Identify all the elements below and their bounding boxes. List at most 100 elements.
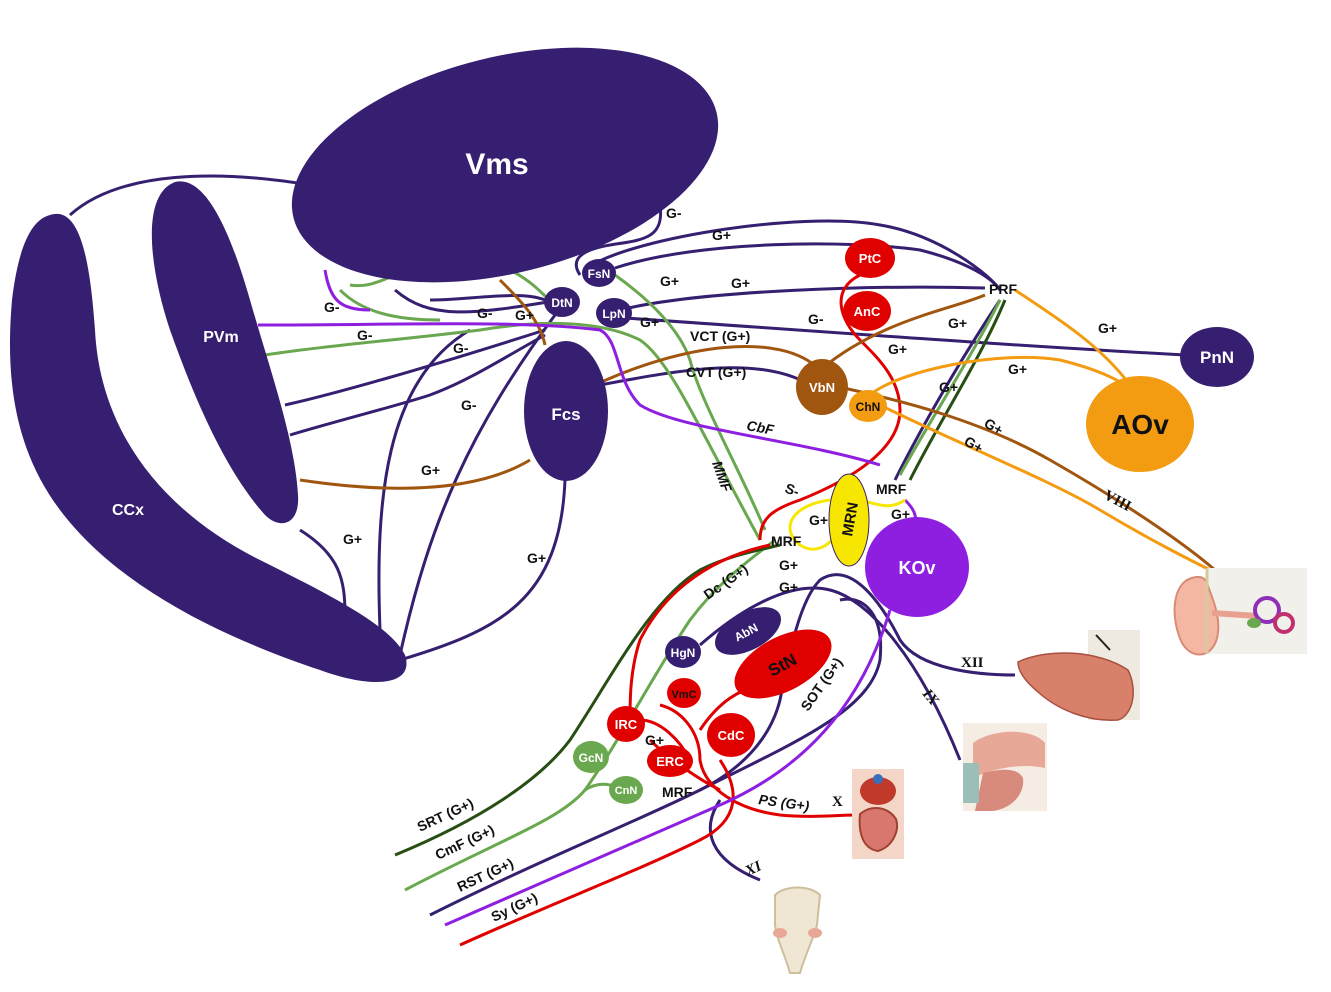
label-kov: KOv (898, 558, 935, 578)
label-ptc: PtC (859, 251, 882, 266)
anc-node (843, 291, 891, 331)
label-mrf-mid: MRF (771, 533, 802, 549)
tract-cbf: CbF (745, 417, 775, 438)
irc-node (607, 706, 645, 742)
label-prf: PRF (989, 281, 1017, 297)
pvm-node (151, 181, 299, 524)
orange-pathways (869, 288, 1221, 577)
label-mrf-lower: MRF (662, 784, 693, 800)
gcn-node (573, 741, 609, 773)
label-anc: AnC (854, 304, 881, 319)
nerve-xi: XI (742, 858, 765, 880)
label-fcs: Fcs (551, 405, 580, 424)
label-cdc: CdC (718, 728, 745, 743)
larynx-anatomy-icon (773, 886, 822, 974)
stn-node (734, 629, 832, 699)
label-ccx: CCx (112, 502, 144, 519)
label-mrf-upper: MRF (876, 481, 907, 497)
kov-node (865, 517, 969, 617)
hgn-node (665, 636, 701, 668)
fsn-node (582, 259, 616, 287)
sign-g-plus-1: G+ (712, 227, 731, 243)
erc-node (647, 745, 693, 777)
sign-g-plus-10: G+ (939, 379, 958, 395)
label-pnn: PnN (1200, 348, 1234, 367)
viscera-anatomy-icon (852, 769, 904, 859)
label-pvm: PVm (203, 329, 239, 346)
sign-g-plus-14: G+ (343, 531, 362, 547)
label-cnn: CnN (615, 785, 638, 797)
label-lpn: LpN (602, 307, 625, 321)
abn-node (714, 607, 782, 655)
sign-g-minus-1: G- (666, 205, 682, 221)
label-vmc: VmC (671, 689, 696, 701)
label-mrn: MRN (839, 501, 862, 538)
sign-g-plus-15: G+ (527, 550, 546, 566)
sign-g-plus-9: G+ (1008, 361, 1027, 377)
sign-g-minus-3: G- (477, 305, 493, 321)
sign-g-plus-5: G+ (640, 314, 659, 330)
label-irc: IRC (615, 717, 638, 732)
vbn-node (796, 359, 848, 415)
sign-g-plus-20: G+ (645, 732, 664, 748)
tract-cvt: CVT (G+) (686, 364, 746, 380)
sign-g-plus-4: G+ (515, 307, 534, 323)
ear-anatomy-icon (1173, 568, 1307, 656)
label-vms: Vms (465, 148, 528, 181)
vms-node (291, 47, 719, 283)
dtn-node (544, 287, 580, 317)
cdc-node (707, 713, 755, 757)
sign-g-plus-13: G+ (421, 462, 440, 478)
label-vbn: VbN (809, 380, 835, 395)
label-fsn: FsN (588, 267, 611, 281)
pnn-node (1180, 327, 1254, 387)
sign-g-plus-16: G+ (809, 512, 828, 528)
nerve-xii: XII (961, 655, 984, 671)
nerve-ix: IX (918, 686, 942, 710)
sign-g-plus-18: G+ (779, 557, 798, 573)
label-hgn: HgN (671, 646, 696, 660)
nerve-x: X (832, 794, 843, 810)
sign-g-plus-8: G+ (888, 341, 907, 357)
sign-g-plus-11: G+ (982, 415, 1007, 438)
cnn-node (609, 776, 643, 804)
aov-node (1086, 376, 1194, 472)
sign-g-minus-5: G- (453, 340, 469, 356)
label-erc: ERC (656, 754, 684, 769)
ptc-node (845, 238, 895, 278)
label-chn: ChN (856, 400, 881, 414)
sign-g-minus-4: G- (357, 327, 373, 343)
sign-g-plus-2: G+ (660, 273, 679, 289)
nerve-viii: VIII (1101, 487, 1134, 515)
tract-labels: VCT (G+) CVT (G+) CbF MMF Dc (G+) SOT (G… (415, 328, 846, 925)
ccx-node (9, 213, 407, 682)
mrn-node (828, 473, 870, 567)
sign-g-plus-19: G+ (779, 579, 798, 595)
brown-pathways (299, 278, 1216, 572)
sign-g-plus-6: G+ (948, 315, 967, 331)
vmc-node (667, 678, 701, 708)
tract-ps: PS (G+) (758, 791, 811, 814)
pharynx-anatomy-icon (963, 723, 1047, 811)
red-pathways (459, 273, 902, 947)
label-aov: AOv (1111, 409, 1169, 440)
tract-cmf: CmF (G+) (433, 821, 497, 862)
chn-node (849, 390, 887, 422)
sign-g-minus-7: G- (808, 311, 824, 327)
tract-vct: VCT (G+) (690, 328, 750, 344)
label-gcn: GcN (579, 751, 604, 765)
sign-g-minus-6: G- (461, 397, 477, 413)
label-dtn: DtN (551, 296, 572, 310)
sign-g-minus-2: G- (324, 299, 340, 315)
lpn-node (596, 298, 632, 328)
synapse-labels: G- G- G- G- G- G- G- G+ G+ G+ G+ G+ G+ G… (324, 205, 1117, 748)
sign-g-plus-17: G+ (891, 506, 910, 522)
tongue-anatomy-icon (1017, 630, 1140, 721)
fcs-node (524, 341, 608, 481)
tract-srt: SRT (G+) (415, 795, 476, 835)
reticular-labels: PRF MRF MRF MRF (662, 281, 1017, 800)
sign-g-plus-7: G+ (1098, 320, 1117, 336)
sign-g-plus-3: G+ (731, 275, 750, 291)
